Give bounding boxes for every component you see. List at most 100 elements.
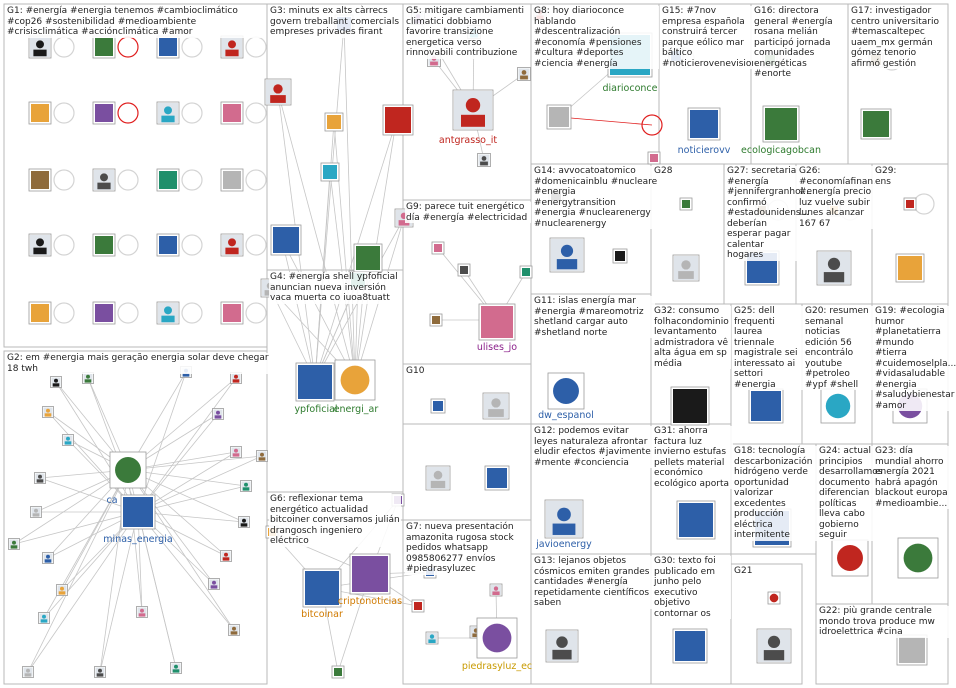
user-avatar[interactable] [762,105,800,143]
node-label-diarioconce[interactable]: diarioconce [603,83,658,94]
node-label-piedrasyluz-ec[interactable]: piedrasyluz_ec [462,661,532,672]
user-avatar[interactable] [897,537,939,579]
user-avatar[interactable] [42,406,54,418]
user-avatar[interactable] [156,233,180,257]
user-avatar[interactable] [230,372,242,384]
user-avatar[interactable] [452,89,494,131]
user-avatar[interactable] [136,606,148,618]
node-label-minas-energia[interactable]: minas_energia [103,534,172,545]
node-label-noticierovv[interactable]: noticierovv [678,145,731,156]
user-avatar[interactable] [228,624,240,636]
user-avatar[interactable] [170,662,182,674]
user-avatar[interactable] [816,250,852,286]
user-avatar[interactable] [334,14,354,34]
user-avatar[interactable] [548,188,564,204]
user-avatar[interactable] [431,241,445,255]
user-avatar[interactable] [156,101,180,125]
user-avatar[interactable] [892,388,928,424]
user-avatar[interactable] [334,359,376,401]
user-avatar[interactable] [423,565,437,579]
user-avatar[interactable] [755,203,769,217]
node-label-criptonoticias[interactable]: criptonoticias [338,596,402,607]
user-avatar[interactable] [220,168,244,192]
user-avatar[interactable] [120,494,156,530]
user-avatar[interactable] [411,11,425,25]
node-label-energi-ar[interactable]: energi_ar [334,404,379,415]
user-avatar[interactable] [391,493,405,507]
user-avatar[interactable] [220,233,244,257]
user-avatar[interactable] [220,301,244,325]
user-avatar[interactable] [679,197,693,211]
user-avatar[interactable] [353,243,383,273]
user-avatar[interactable] [896,634,928,666]
user-avatar[interactable] [302,568,342,608]
node-label-javioenergy[interactable]: javioenergy [535,539,592,550]
user-avatar[interactable] [180,366,192,378]
user-avatar[interactable] [827,203,841,217]
user-avatar[interactable] [348,270,368,290]
user-avatar[interactable] [429,313,443,327]
node-label-ca[interactable]: ca [106,495,117,506]
user-avatar[interactable] [94,666,106,678]
user-avatar[interactable] [820,388,856,424]
user-avatar[interactable] [238,516,250,528]
user-avatar[interactable] [748,388,784,424]
user-avatar[interactable] [264,78,292,106]
user-avatar[interactable] [34,472,46,484]
user-avatar[interactable] [482,392,510,420]
user-avatar[interactable] [831,539,869,577]
user-avatar[interactable] [545,629,579,663]
user-avatar[interactable] [256,450,268,462]
user-avatar[interactable] [477,153,491,167]
user-avatar[interactable] [478,303,516,341]
user-avatar[interactable] [320,162,340,182]
user-avatar[interactable] [612,248,628,264]
user-avatar[interactable] [544,499,584,539]
user-avatar[interactable] [265,525,279,539]
user-avatar[interactable] [687,107,721,141]
user-avatar[interactable] [92,301,116,325]
user-avatar[interactable] [50,376,62,388]
user-avatar[interactable] [895,253,925,283]
user-avatar[interactable] [324,112,344,132]
node-label-bitcoinar[interactable]: bitcoinar [301,609,343,620]
user-avatar[interactable] [56,584,68,596]
user-avatar[interactable] [156,168,180,192]
user-avatar[interactable] [607,32,653,78]
user-avatar[interactable] [270,224,302,256]
node-label-ulises-jo[interactable]: ulises_jo [477,342,517,353]
user-avatar[interactable] [212,408,224,420]
user-avatar[interactable] [903,197,917,211]
user-avatar[interactable] [28,301,52,325]
user-avatar[interactable] [109,451,147,489]
user-avatar[interactable] [28,233,52,257]
user-avatar[interactable] [549,237,585,273]
user-avatar[interactable] [476,617,518,659]
node-label-antgrasso-it[interactable]: antgrasso_it [439,135,497,146]
user-avatar[interactable] [533,7,547,21]
user-avatar[interactable] [425,465,451,491]
user-avatar[interactable] [38,612,50,624]
user-avatar[interactable] [484,465,510,491]
user-avatar[interactable] [860,108,892,140]
user-avatar[interactable] [92,233,116,257]
user-avatar[interactable] [762,52,778,68]
user-avatar[interactable] [22,666,34,678]
user-avatar[interactable] [28,35,52,59]
user-avatar[interactable] [156,35,180,59]
node-label-ecologicagobcan[interactable]: ecologicagobcan [741,145,821,156]
user-avatar[interactable] [349,553,391,595]
user-avatar[interactable] [519,265,533,279]
user-avatar[interactable] [8,538,20,550]
user-avatar[interactable] [427,53,441,67]
user-avatar[interactable] [156,301,180,325]
user-avatar[interactable] [672,254,700,282]
user-avatar[interactable] [82,372,94,384]
user-avatar[interactable] [546,104,572,130]
user-avatar[interactable] [547,372,585,410]
node-label-ypfoficial[interactable]: ypfoficial [294,404,337,415]
user-avatar[interactable] [612,580,628,596]
user-avatar[interactable] [220,35,244,59]
user-avatar[interactable] [220,550,232,562]
user-avatar[interactable] [92,35,116,59]
